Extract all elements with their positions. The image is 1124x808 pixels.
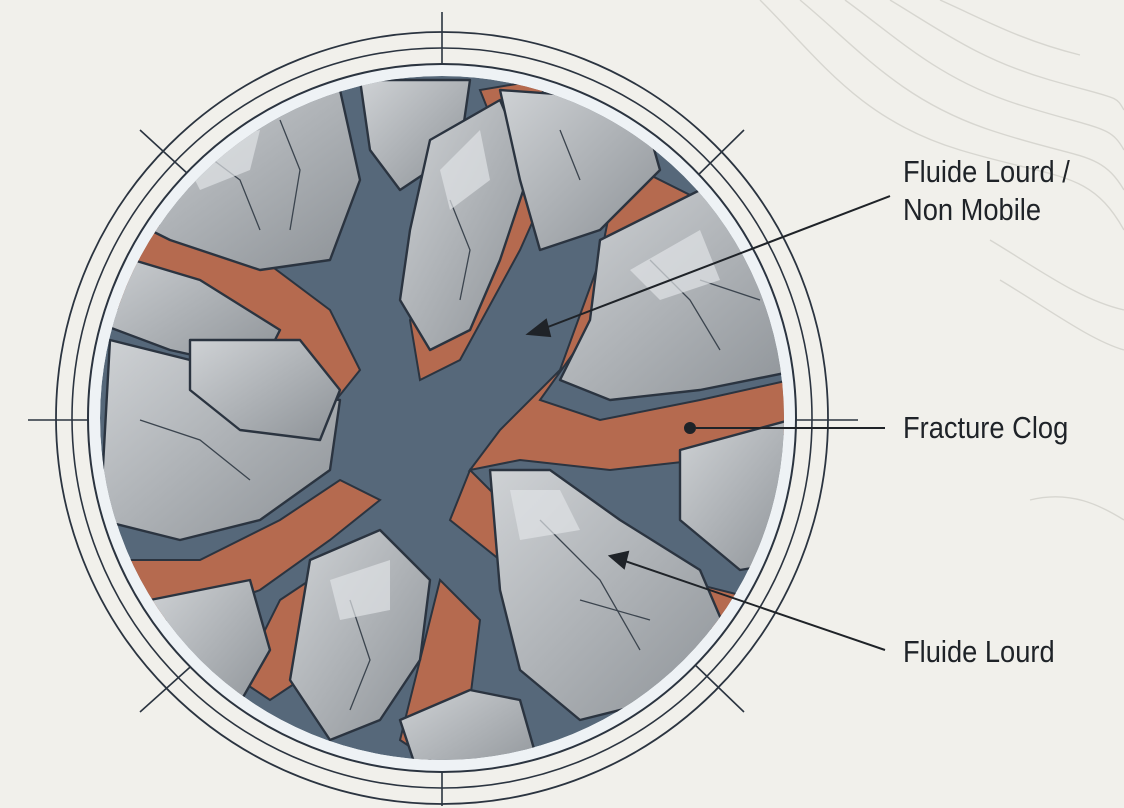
marker-fracture-clog	[685, 423, 695, 433]
label-fracture-clog: Fracture Clog	[903, 409, 1068, 447]
label-heavy-fluid-non-mobile-line1: Fluide Lourd /	[903, 153, 1070, 191]
label-heavy-fluid-non-mobile: Fluide Lourd / Non Mobile	[903, 153, 1070, 229]
label-heavy-fluid-non-mobile-line2: Non Mobile	[903, 191, 1070, 229]
label-heavy-fluid: Fluide Lourd	[903, 633, 1055, 671]
